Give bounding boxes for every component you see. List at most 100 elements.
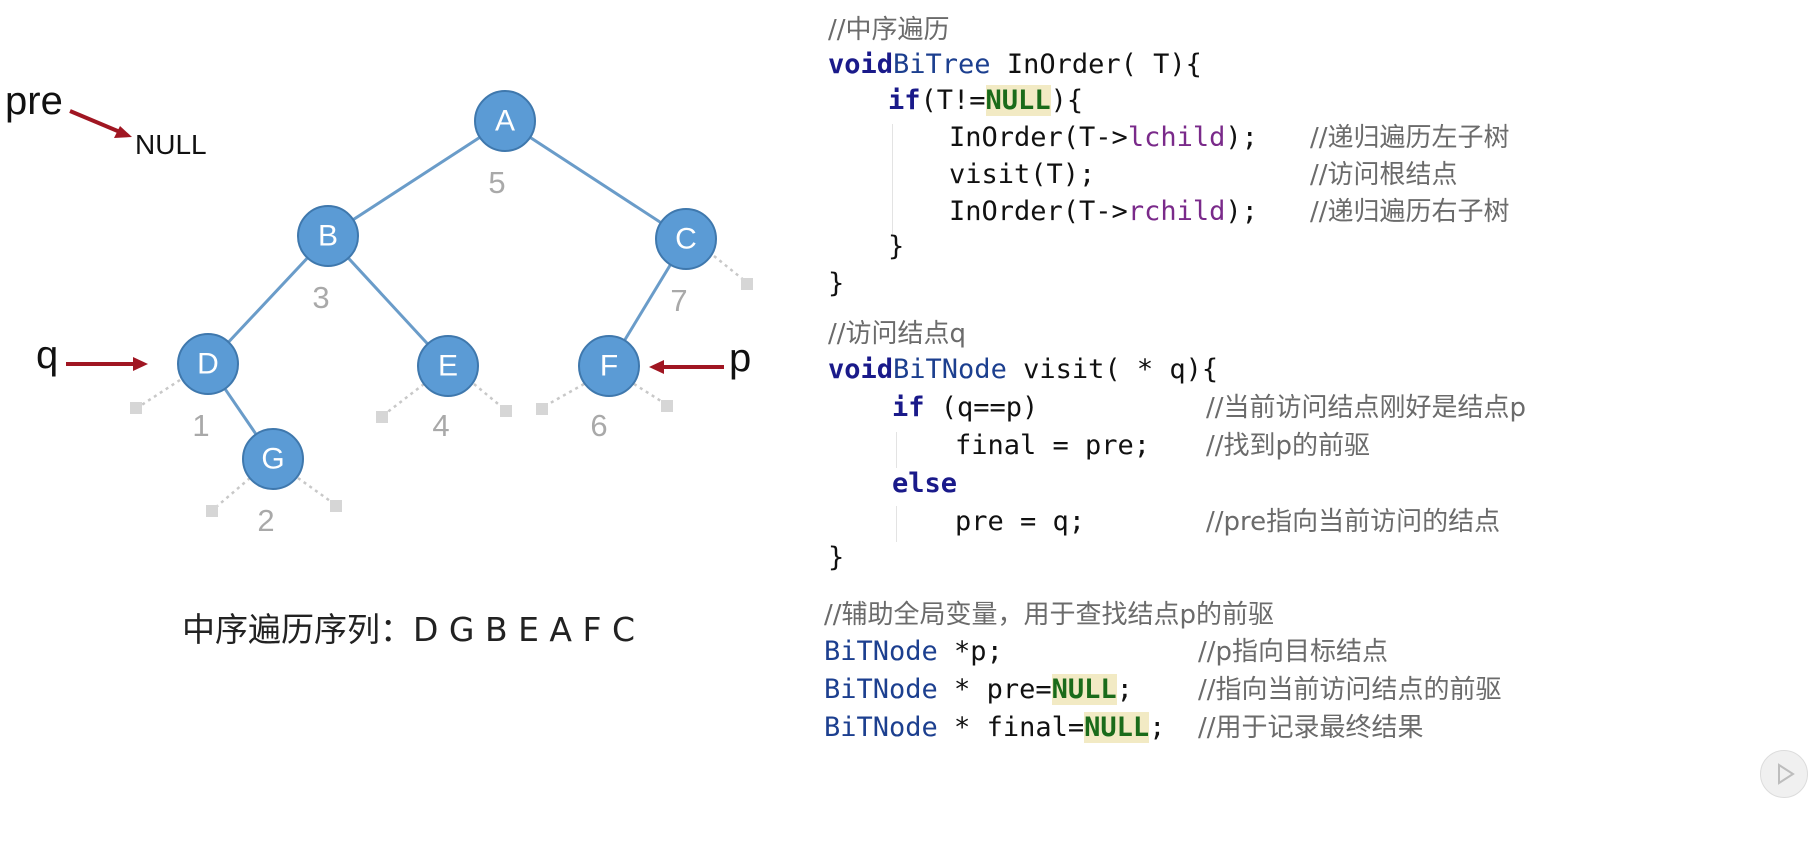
code-text: *p; [937,636,1003,667]
code-text: * pre= [937,674,1052,705]
edge-a-b [327,119,506,238]
code-line: //访问结点q [828,316,966,352]
code-text: InOrder(T-> [949,196,1128,227]
code-field: lchild [1127,122,1226,153]
code-text: ; [1116,674,1133,705]
null-leaf-marker [741,278,753,290]
code-text: * q){ [1120,354,1219,385]
null-leaf-marker [330,500,342,512]
play-icon [1778,763,1795,785]
code-comment: //辅助全局变量，用于查找结点p的前驱 [824,600,1275,630]
order-number-c: 7 [670,283,687,318]
code-inline-comment: //指向当前访问结点的前驱 [1198,675,1502,705]
code-text: (q==p) [924,392,1039,423]
code-line: final = pre; [955,428,1150,464]
code-line: //辅助全局变量，用于查找结点p的前驱 [824,597,1274,633]
code-text: } [888,231,905,262]
code-inline-comment: //pre指向当前访问的结点 [1206,507,1501,537]
code-line: BiTNode *p; [824,634,1003,670]
code-inline-comment: //p指向目标结点 [1198,637,1389,667]
code-keyword: if [892,392,925,423]
null-leaf-marker [661,400,673,412]
code-line: InOrder(T->rchild); [949,194,1258,230]
order-number-b: 3 [312,280,329,315]
code-line: //中序遍历 [828,12,950,48]
indent-guide [896,506,897,542]
code-inline-comment: //当前访问结点刚好是结点p [1206,393,1527,423]
code-line: if(T!=NULL){ [888,83,1083,119]
null-leaf-marker [536,403,548,415]
inorder-sequence-caption: 中序遍历序列：D G B E A F C [182,610,635,649]
code-line: pre = q; [955,504,1085,540]
edge-a-c [504,119,687,241]
code-text: } [828,268,845,299]
pointer-label-p: p [729,336,751,380]
code-text: ){ [1050,85,1084,116]
code-line: BiTNode * final=NULL; [824,710,1165,746]
tree-node-e: E [417,335,479,397]
node-label-d: D [197,348,219,381]
code-null-highlight: NULL [1051,674,1117,705]
null-leaf-marker [130,402,142,414]
code-line: if (q==p) [892,390,1038,426]
code-line: BiTNode * pre=NULL; [824,672,1133,708]
pointer-target-null: NULL [135,129,207,160]
binary-tree-diagram: A B C D E F G 5 3 7 1 4 6 2 pre NULL q p… [5,79,753,649]
node-label-a: A [495,105,515,138]
code-line: InOrder(T->lchild); [949,120,1258,156]
code-inline-comment: //递归遍历右子树 [1310,197,1510,227]
code-comment: //中序遍历 [828,15,950,45]
code-inline-comment: //访问根结点 [1310,160,1458,190]
code-text: } [828,542,845,573]
order-number-g: 2 [257,503,274,538]
tree-node-b: B [297,205,359,267]
code-text: pre = q; [955,506,1086,537]
code-text: InOrder( [990,49,1137,80]
code-null-highlight: NULL [1084,712,1150,743]
code-type: BiTNode [824,674,938,705]
code-keyword: void [828,354,894,385]
null-leaf-marker [206,505,218,517]
node-label-f: F [600,350,618,383]
order-number-a: 5 [488,165,505,200]
indent-guide [892,124,893,236]
code-null-highlight: NULL [985,85,1051,116]
code-text: final = pre; [955,430,1151,461]
code-line: } [828,540,844,576]
null-links [130,255,753,517]
code-line: visit(T); [949,157,1095,193]
code-text: ); [1225,196,1258,227]
play-button[interactable] [1760,750,1808,798]
order-number-e: 4 [432,408,449,443]
code-field: rchild [1127,196,1226,227]
code-keyword: void [828,49,894,80]
code-inline-comment: //用于记录最终结果 [1198,713,1424,743]
code-text: ); [1225,122,1258,153]
code-inline-comment: //递归遍历左子树 [1310,123,1510,153]
code-line: else [892,466,957,502]
tree-node-g: G [242,428,304,490]
node-label-c: C [675,223,697,256]
tree-node-a: A [474,90,536,152]
code-text: ; [1149,712,1166,743]
node-label-e: E [438,350,458,383]
code-comment: //访问结点q [828,319,967,349]
pointer-arrow-pre [69,109,121,134]
order-number-d: 1 [192,408,209,443]
tree-node-d: D [177,333,239,395]
code-inline-comment: //找到p的前驱 [1206,431,1371,461]
code-text: InOrder(T-> [949,122,1128,153]
code-keyword: if [888,85,921,116]
code-text: T){ [1136,49,1202,80]
indent-guide [896,432,897,468]
tree-node-f: F [578,335,640,397]
code-text: visit( [1006,354,1121,385]
code-type: BiTNode [824,636,938,667]
node-label-g: G [261,443,284,476]
tree-node-c: C [655,208,717,270]
order-number-f: 6 [590,408,607,443]
pointer-label-pre: pre [5,79,63,123]
code-text: visit(T); [949,159,1096,190]
code-text: (T!= [920,85,986,116]
code-type: BiTNode [824,712,938,743]
